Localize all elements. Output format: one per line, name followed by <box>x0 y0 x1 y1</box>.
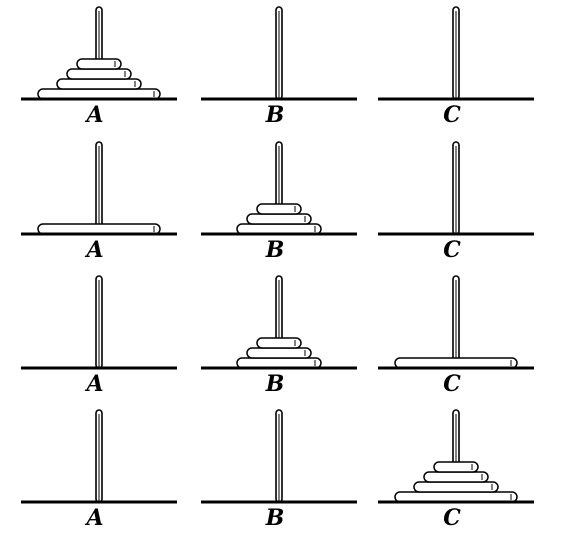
peg-c: C <box>378 409 534 531</box>
disk-1 <box>256 203 302 215</box>
peg-label: B <box>265 371 285 397</box>
peg-b: B <box>201 141 357 263</box>
disk-2 <box>246 213 312 225</box>
step-2: A B C <box>21 141 534 263</box>
disk-3 <box>56 78 142 90</box>
peg-a: A <box>21 141 177 263</box>
peg-label: B <box>265 102 285 128</box>
peg-a: A <box>21 275 177 397</box>
peg-label: C <box>443 237 461 263</box>
peg-label: C <box>443 505 461 531</box>
step-4: A B C <box>21 409 534 531</box>
disk-2 <box>246 347 312 359</box>
peg-c: C <box>378 275 534 397</box>
peg-a: A <box>21 6 177 128</box>
disk-1 <box>256 337 302 349</box>
peg-label: B <box>265 505 285 531</box>
step-3: A B C <box>21 275 534 397</box>
peg-label: B <box>265 237 285 263</box>
disk-1 <box>76 58 122 70</box>
disk-3 <box>413 481 499 493</box>
peg-c: C <box>378 6 534 128</box>
disk-1 <box>433 461 479 473</box>
step-1: A B C <box>21 6 534 128</box>
peg-b: B <box>201 275 357 397</box>
disk-2 <box>423 471 489 483</box>
peg-label: A <box>84 371 103 397</box>
peg-label: A <box>84 102 103 128</box>
peg-b: B <box>201 409 357 531</box>
peg-a: A <box>21 409 177 531</box>
peg-c: C <box>378 141 534 263</box>
peg-label: A <box>84 237 103 263</box>
peg-label: C <box>443 102 461 128</box>
peg-b: B <box>201 6 357 128</box>
peg-label: C <box>443 371 461 397</box>
peg-label: A <box>84 505 103 531</box>
disk-2 <box>66 68 132 80</box>
